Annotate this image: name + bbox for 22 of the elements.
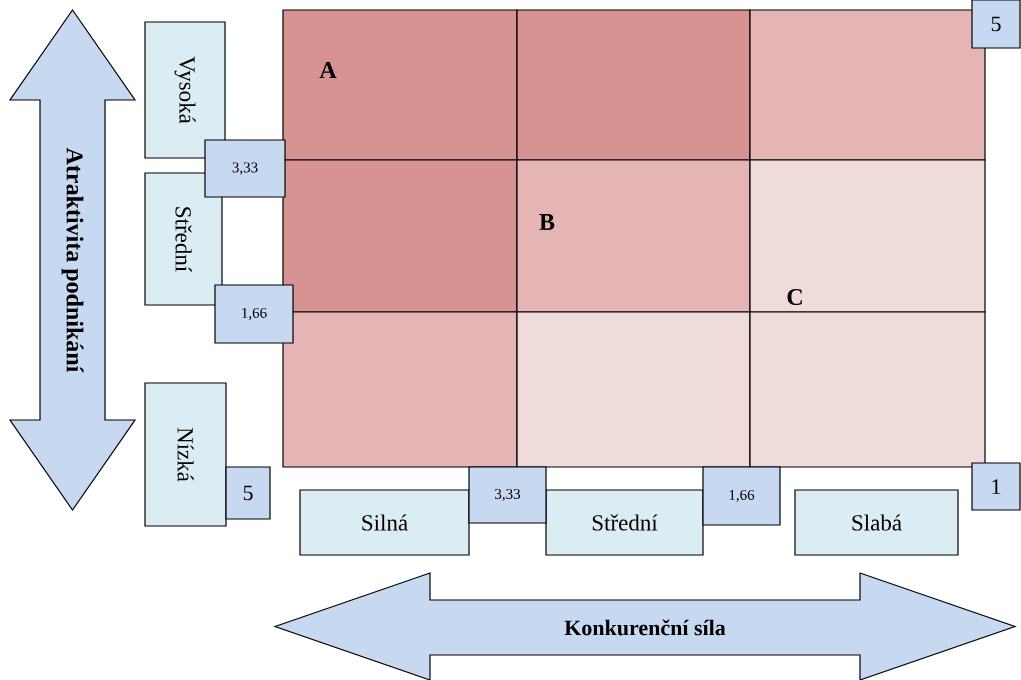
axis-level-box: Střední xyxy=(545,489,704,556)
axis-level-box: Nízká xyxy=(144,382,227,527)
scale-value-box: 3,33 xyxy=(468,466,547,524)
axis-level-box: Slabá xyxy=(794,489,959,556)
matrix-cell xyxy=(749,9,986,161)
scale-value-box: 1,66 xyxy=(214,284,294,344)
axis-level-box: Silná xyxy=(299,489,470,556)
scale-value-box: 3,33 xyxy=(204,139,286,198)
matrix-cell: A xyxy=(282,9,518,161)
matrix-cell xyxy=(749,311,986,468)
axis-level-box: Střední xyxy=(144,172,223,306)
scale-value-box: 5 xyxy=(225,466,271,520)
matrix-cell xyxy=(516,311,751,468)
matrix-cell xyxy=(282,311,518,468)
scale-value-box: 1,66 xyxy=(702,466,781,526)
axis-level-box: Vysoká xyxy=(144,21,226,159)
matrix-cell: B xyxy=(516,159,751,313)
scale-value-box: 5 xyxy=(971,0,1021,49)
scale-value-box: 1 xyxy=(971,462,1021,511)
matrix-cell: C xyxy=(749,159,986,313)
matrix-cell xyxy=(282,159,518,313)
matrix-cell xyxy=(516,9,751,161)
